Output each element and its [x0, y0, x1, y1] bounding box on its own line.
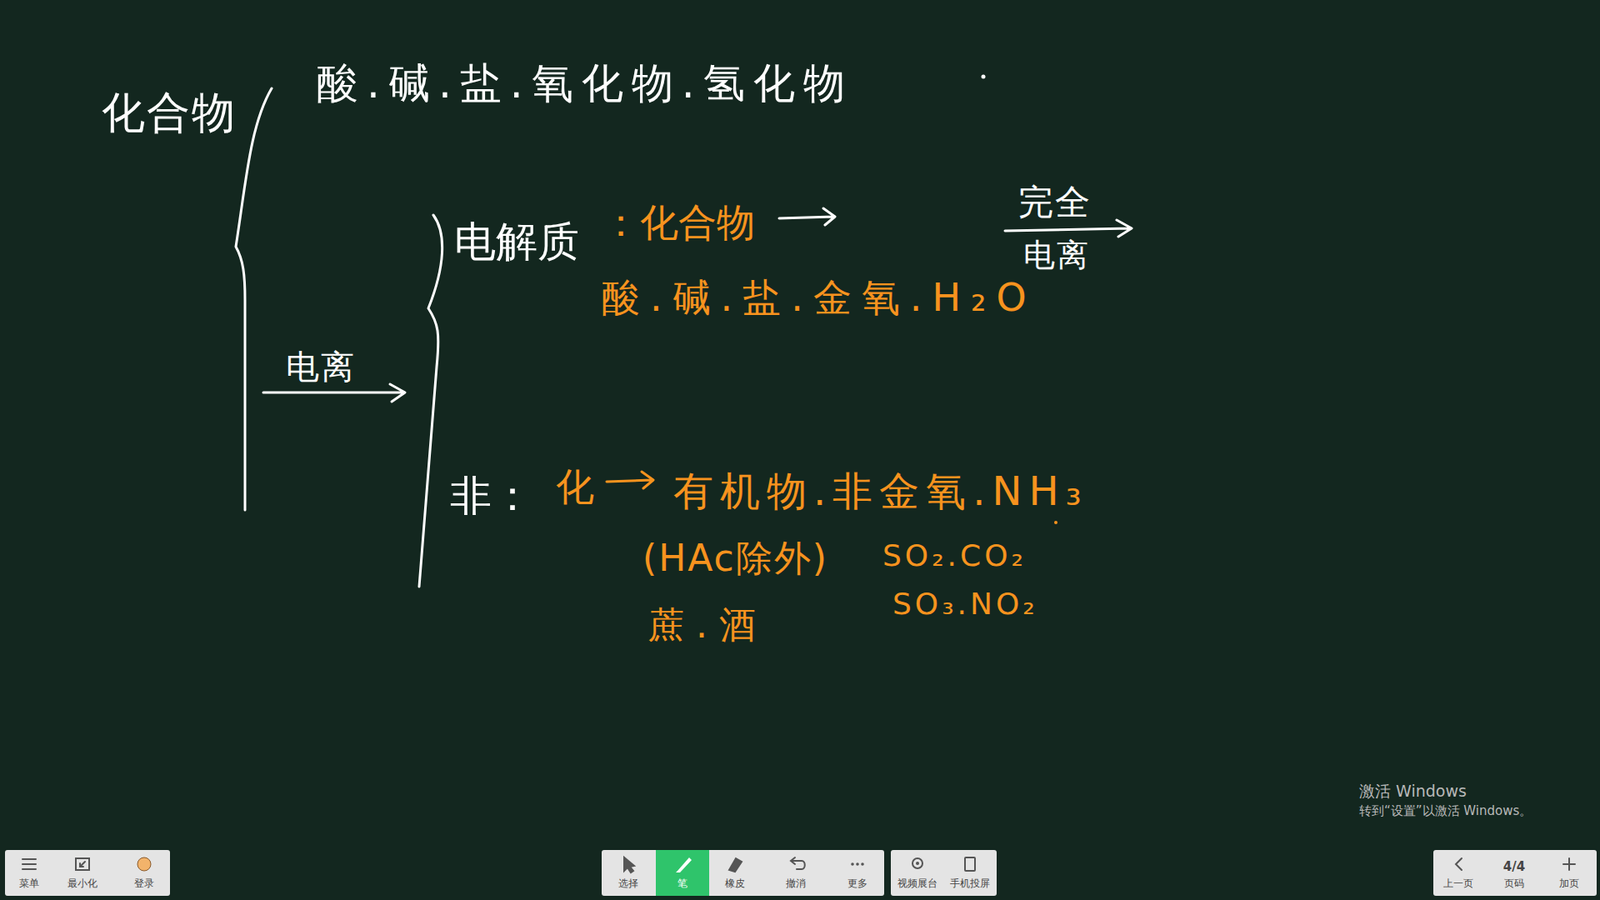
- more-icon: [860, 862, 865, 866]
- button-label: 选择: [618, 877, 639, 890]
- button-label: 视频展台: [897, 877, 938, 890]
- button-label: 登录: [134, 877, 155, 890]
- button-label: 页码: [1504, 877, 1525, 890]
- toolbar-panel: [890, 850, 997, 896]
- toolbar-button: 橡皮: [713, 851, 757, 895]
- toolbar-panel: [5, 850, 170, 896]
- add-page-icon: [1563, 858, 1575, 870]
- toolbar-button: 4/4 页码: [1492, 851, 1536, 895]
- button-label: 橡皮: [725, 877, 745, 890]
- toolbar-button: 最小化: [60, 851, 105, 895]
- eraser-icon: [729, 858, 742, 872]
- toolbar-button: 手机投屏: [945, 851, 995, 895]
- handwritten-note: 化: [555, 464, 595, 510]
- avatar-icon: [137, 857, 151, 871]
- toolbar-button: 加页: [1547, 851, 1591, 895]
- handwritten-note: 有机物.非金氧.NH₃: [673, 467, 1089, 516]
- button-label: 更多: [847, 877, 868, 890]
- toolbar-button: 上一页: [1436, 851, 1480, 895]
- handwritten-note: SO₂.CO₂: [882, 537, 1027, 574]
- undo-icon: [790, 857, 805, 870]
- handwritten-note: 电解质: [454, 216, 580, 267]
- handwritten-note: ：化合物: [601, 200, 755, 246]
- button-label: 最小化: [67, 877, 98, 890]
- handwritten-note: SO₃.NO₂: [892, 585, 1039, 622]
- handwritten-note: 化合物: [101, 86, 237, 139]
- more-icon: [855, 862, 860, 866]
- handwritten-note: 酸.碱.盐.氧化物.氢化物: [316, 58, 854, 109]
- arrow: [263, 384, 405, 402]
- camera-icon: [912, 858, 923, 869]
- arrow-label: 电离: [285, 346, 356, 387]
- button-label: 撤消: [785, 877, 806, 890]
- toolbar-button: 笔: [660, 851, 705, 895]
- toolbar-button: 撤消: [774, 851, 818, 895]
- camera-icon: [915, 861, 920, 865]
- phone-icon: [965, 857, 975, 871]
- brace: [419, 215, 443, 587]
- arrow: [606, 471, 654, 489]
- dot: [1054, 520, 1058, 525]
- pen-icon: [675, 857, 692, 873]
- button-label: 笔: [677, 877, 688, 890]
- toolbar-panel: [1433, 850, 1597, 896]
- button-label: 加页: [1559, 877, 1580, 890]
- minimize-icon: [80, 861, 85, 867]
- brace: [235, 88, 272, 510]
- toolbar-button: 视频展台: [892, 851, 943, 895]
- watermark: 转到“设置”以激活 Windows。: [1359, 803, 1532, 819]
- minimize-icon: [75, 858, 90, 870]
- page-counter: 4/4: [1503, 859, 1525, 875]
- handwritten-note: 酸.碱.盐.金氧.H₂O: [601, 275, 1037, 321]
- arrow: [1005, 220, 1132, 237]
- button-label: 上一页: [1443, 877, 1474, 890]
- toolbar-button: 登录: [122, 851, 166, 895]
- arrow: [779, 208, 835, 225]
- button-label: 手机投屏: [950, 877, 990, 890]
- handwritten-note: (HAc除外): [642, 536, 829, 581]
- handwritten-note: 非：: [450, 470, 534, 521]
- more-icon: [850, 862, 855, 866]
- button-label: 菜单: [19, 877, 40, 890]
- toolbar-button: 更多: [835, 851, 880, 895]
- handwritten-note: 蔗.酒: [647, 603, 768, 648]
- menu-icon: [22, 859, 36, 870]
- toolbar-panel: [601, 850, 885, 896]
- prev-page-icon: [1455, 858, 1462, 870]
- toolbar-button: 菜单: [7, 851, 51, 895]
- arrow-label: 完全: [1018, 181, 1092, 224]
- select-icon: [624, 857, 635, 873]
- arrow-label: 电离: [1023, 236, 1090, 275]
- toolbar-button: 选择: [606, 851, 650, 895]
- dot: [981, 75, 986, 80]
- watermark: 激活 Windows: [1359, 781, 1467, 801]
- active-tool-highlight: [655, 850, 710, 896]
